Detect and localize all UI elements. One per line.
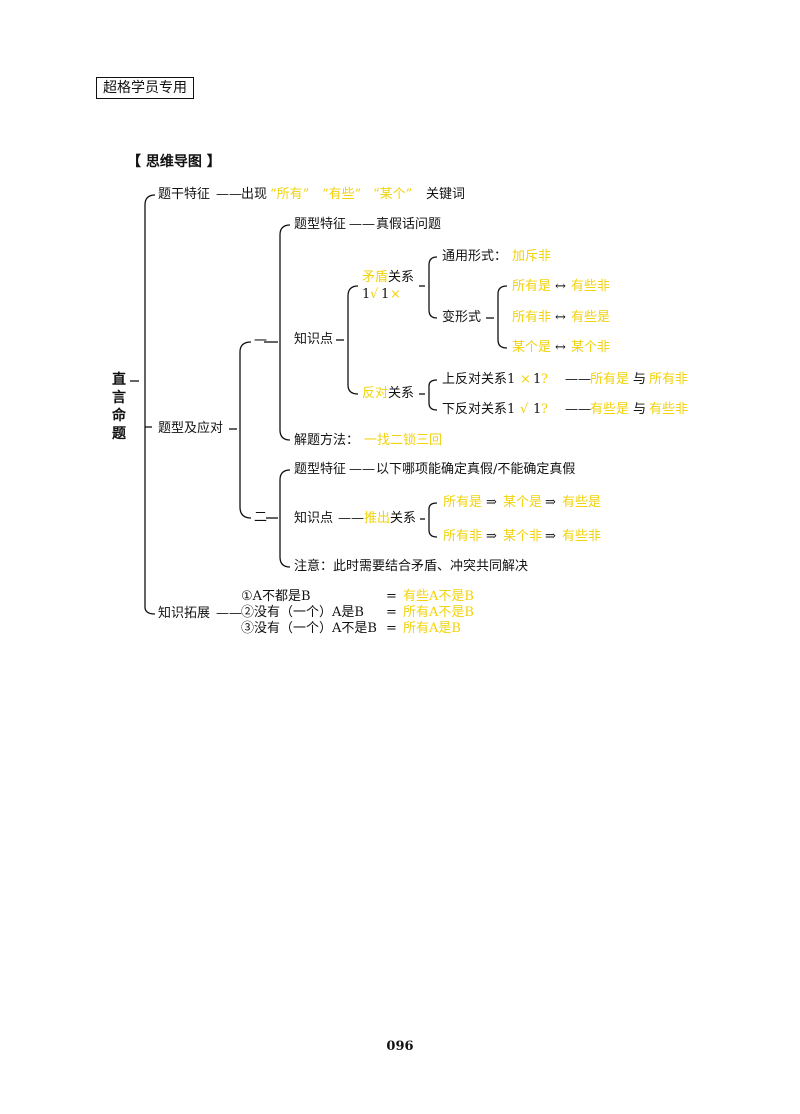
- lower-opposition-mark-2: 1: [533, 402, 542, 417]
- inference-word: 推出: [364, 511, 391, 526]
- upper-opposition-label: 上反对关系1: [442, 372, 516, 387]
- branch-two-mark: 二: [254, 510, 268, 525]
- contradiction-sub-check: √: [370, 287, 379, 302]
- upper-opposition-b: 所有非: [649, 372, 689, 387]
- extension-row-3-eq: =: [386, 621, 397, 636]
- dash: ——: [349, 217, 375, 232]
- page-number: 096: [386, 1039, 414, 1054]
- one-knowledge-label: 知识点: [294, 332, 334, 347]
- lower-opposition-b: 有些非: [649, 402, 689, 417]
- extension-row-1-left: ①A不都是B: [241, 589, 311, 604]
- opposition-word: 反对: [362, 386, 389, 401]
- general-form-label: 通用形式：: [442, 249, 508, 264]
- variant-2-a: 所有非: [512, 310, 552, 325]
- variant-2-b: 有些是: [571, 310, 611, 325]
- header-tag: 超格学员专用: [96, 77, 194, 99]
- chain-2-arrow-2: ⇒: [545, 529, 556, 544]
- stem-feature-post: 关键词: [426, 187, 466, 202]
- chain-1-arrow-2: ⇒: [545, 495, 556, 510]
- variant-2-arrow: ↔: [555, 310, 566, 325]
- general-form-value: 加斥非: [512, 249, 552, 264]
- node-extension: 知识拓展: [158, 606, 211, 621]
- contradiction-sub-cross: ×: [390, 287, 401, 302]
- contradiction-sub-1b: 1: [381, 287, 390, 302]
- chain-1-b: 某个是: [503, 495, 543, 510]
- two-feature-value: 以下哪项能确定真假/不能确定真假: [376, 462, 576, 477]
- two-knowledge-label: 知识点: [294, 511, 334, 526]
- dash: ——: [216, 187, 242, 202]
- lower-opposition-mark-3: ?: [541, 402, 548, 417]
- keyword-one: “某个”: [373, 187, 413, 202]
- upper-opposition-mark-1: ×: [520, 372, 531, 387]
- contradiction-relation: 关系: [388, 270, 415, 285]
- opposition-relation: 关系: [388, 386, 415, 401]
- extension-row-1-eq: =: [386, 589, 397, 604]
- chain-1-c: 有些是: [562, 495, 602, 510]
- keyword-all: “所有”: [270, 187, 310, 202]
- branch-one-mark: 一: [254, 334, 268, 349]
- lower-opposition-a: 有些是: [590, 402, 630, 417]
- lower-opposition-mark-1: √: [520, 402, 529, 417]
- section-title: 【 思维导图 】: [127, 154, 221, 170]
- upper-opposition-mark-2: 1: [533, 372, 542, 387]
- dash: ——: [216, 606, 242, 621]
- upper-opposition-a: 所有是: [590, 372, 630, 387]
- lower-opposition-and: 与: [633, 402, 647, 417]
- chain-2-a: 所有非: [443, 529, 483, 544]
- variant-3-arrow: ↔: [555, 340, 566, 355]
- chain-2-b: 某个非: [503, 529, 543, 544]
- one-feature-label: 题型特征: [294, 217, 347, 232]
- node-stem-feature: 题干特征: [158, 187, 211, 202]
- dash: ——: [338, 511, 364, 526]
- method-label: 解题方法：: [294, 433, 360, 448]
- upper-opposition-and: 与: [633, 372, 647, 387]
- chain-1-a: 所有是: [443, 495, 483, 510]
- variant-3-b: 某个非: [571, 340, 611, 355]
- two-feature-label: 题型特征: [294, 462, 347, 477]
- extension-row-2-left: ②没有（一个）A是B: [241, 605, 364, 620]
- one-feature-value: 真假话问题: [376, 217, 442, 232]
- dash: ——: [565, 402, 591, 417]
- extension-row-3-left: ③没有（一个）A不是B: [241, 621, 377, 636]
- dash: ——: [565, 372, 591, 387]
- method-value: 一找二锁三回: [364, 433, 443, 448]
- inference-relation: 关系: [390, 511, 417, 526]
- contradiction-sub-1: 1: [362, 287, 371, 302]
- dash: ——: [349, 462, 375, 477]
- extension-row-2-right: 所有A不是B: [403, 605, 474, 620]
- extension-row-1-right: 有些A不是B: [403, 589, 474, 604]
- variant-1-b: 有些非: [571, 279, 611, 294]
- variant-1-a: 所有是: [512, 279, 552, 294]
- extension-row-3-right: 所有A是B: [403, 621, 461, 636]
- extension-row-2-eq: =: [386, 605, 397, 620]
- variant-3-a: 某个是: [512, 340, 552, 355]
- two-note: 注意：此时需要结合矛盾、冲突共同解决: [294, 559, 529, 574]
- variant-form-label: 变形式: [442, 310, 482, 325]
- chain-2-c: 有些非: [562, 529, 602, 544]
- chain-2-arrow-1: ⇒: [486, 529, 497, 544]
- chain-1-arrow-1: ⇒: [486, 495, 497, 510]
- upper-opposition-mark-3: ?: [541, 372, 548, 387]
- root-node: 直言命题: [112, 372, 126, 442]
- lower-opposition-label: 下反对关系1: [442, 402, 516, 417]
- keyword-some: “有些”: [322, 187, 362, 202]
- variant-1-arrow: ↔: [555, 279, 566, 294]
- stem-feature-pre: 出现: [241, 187, 268, 202]
- contradiction-word: 矛盾: [362, 270, 389, 285]
- node-type-response: 题型及应对: [158, 421, 224, 436]
